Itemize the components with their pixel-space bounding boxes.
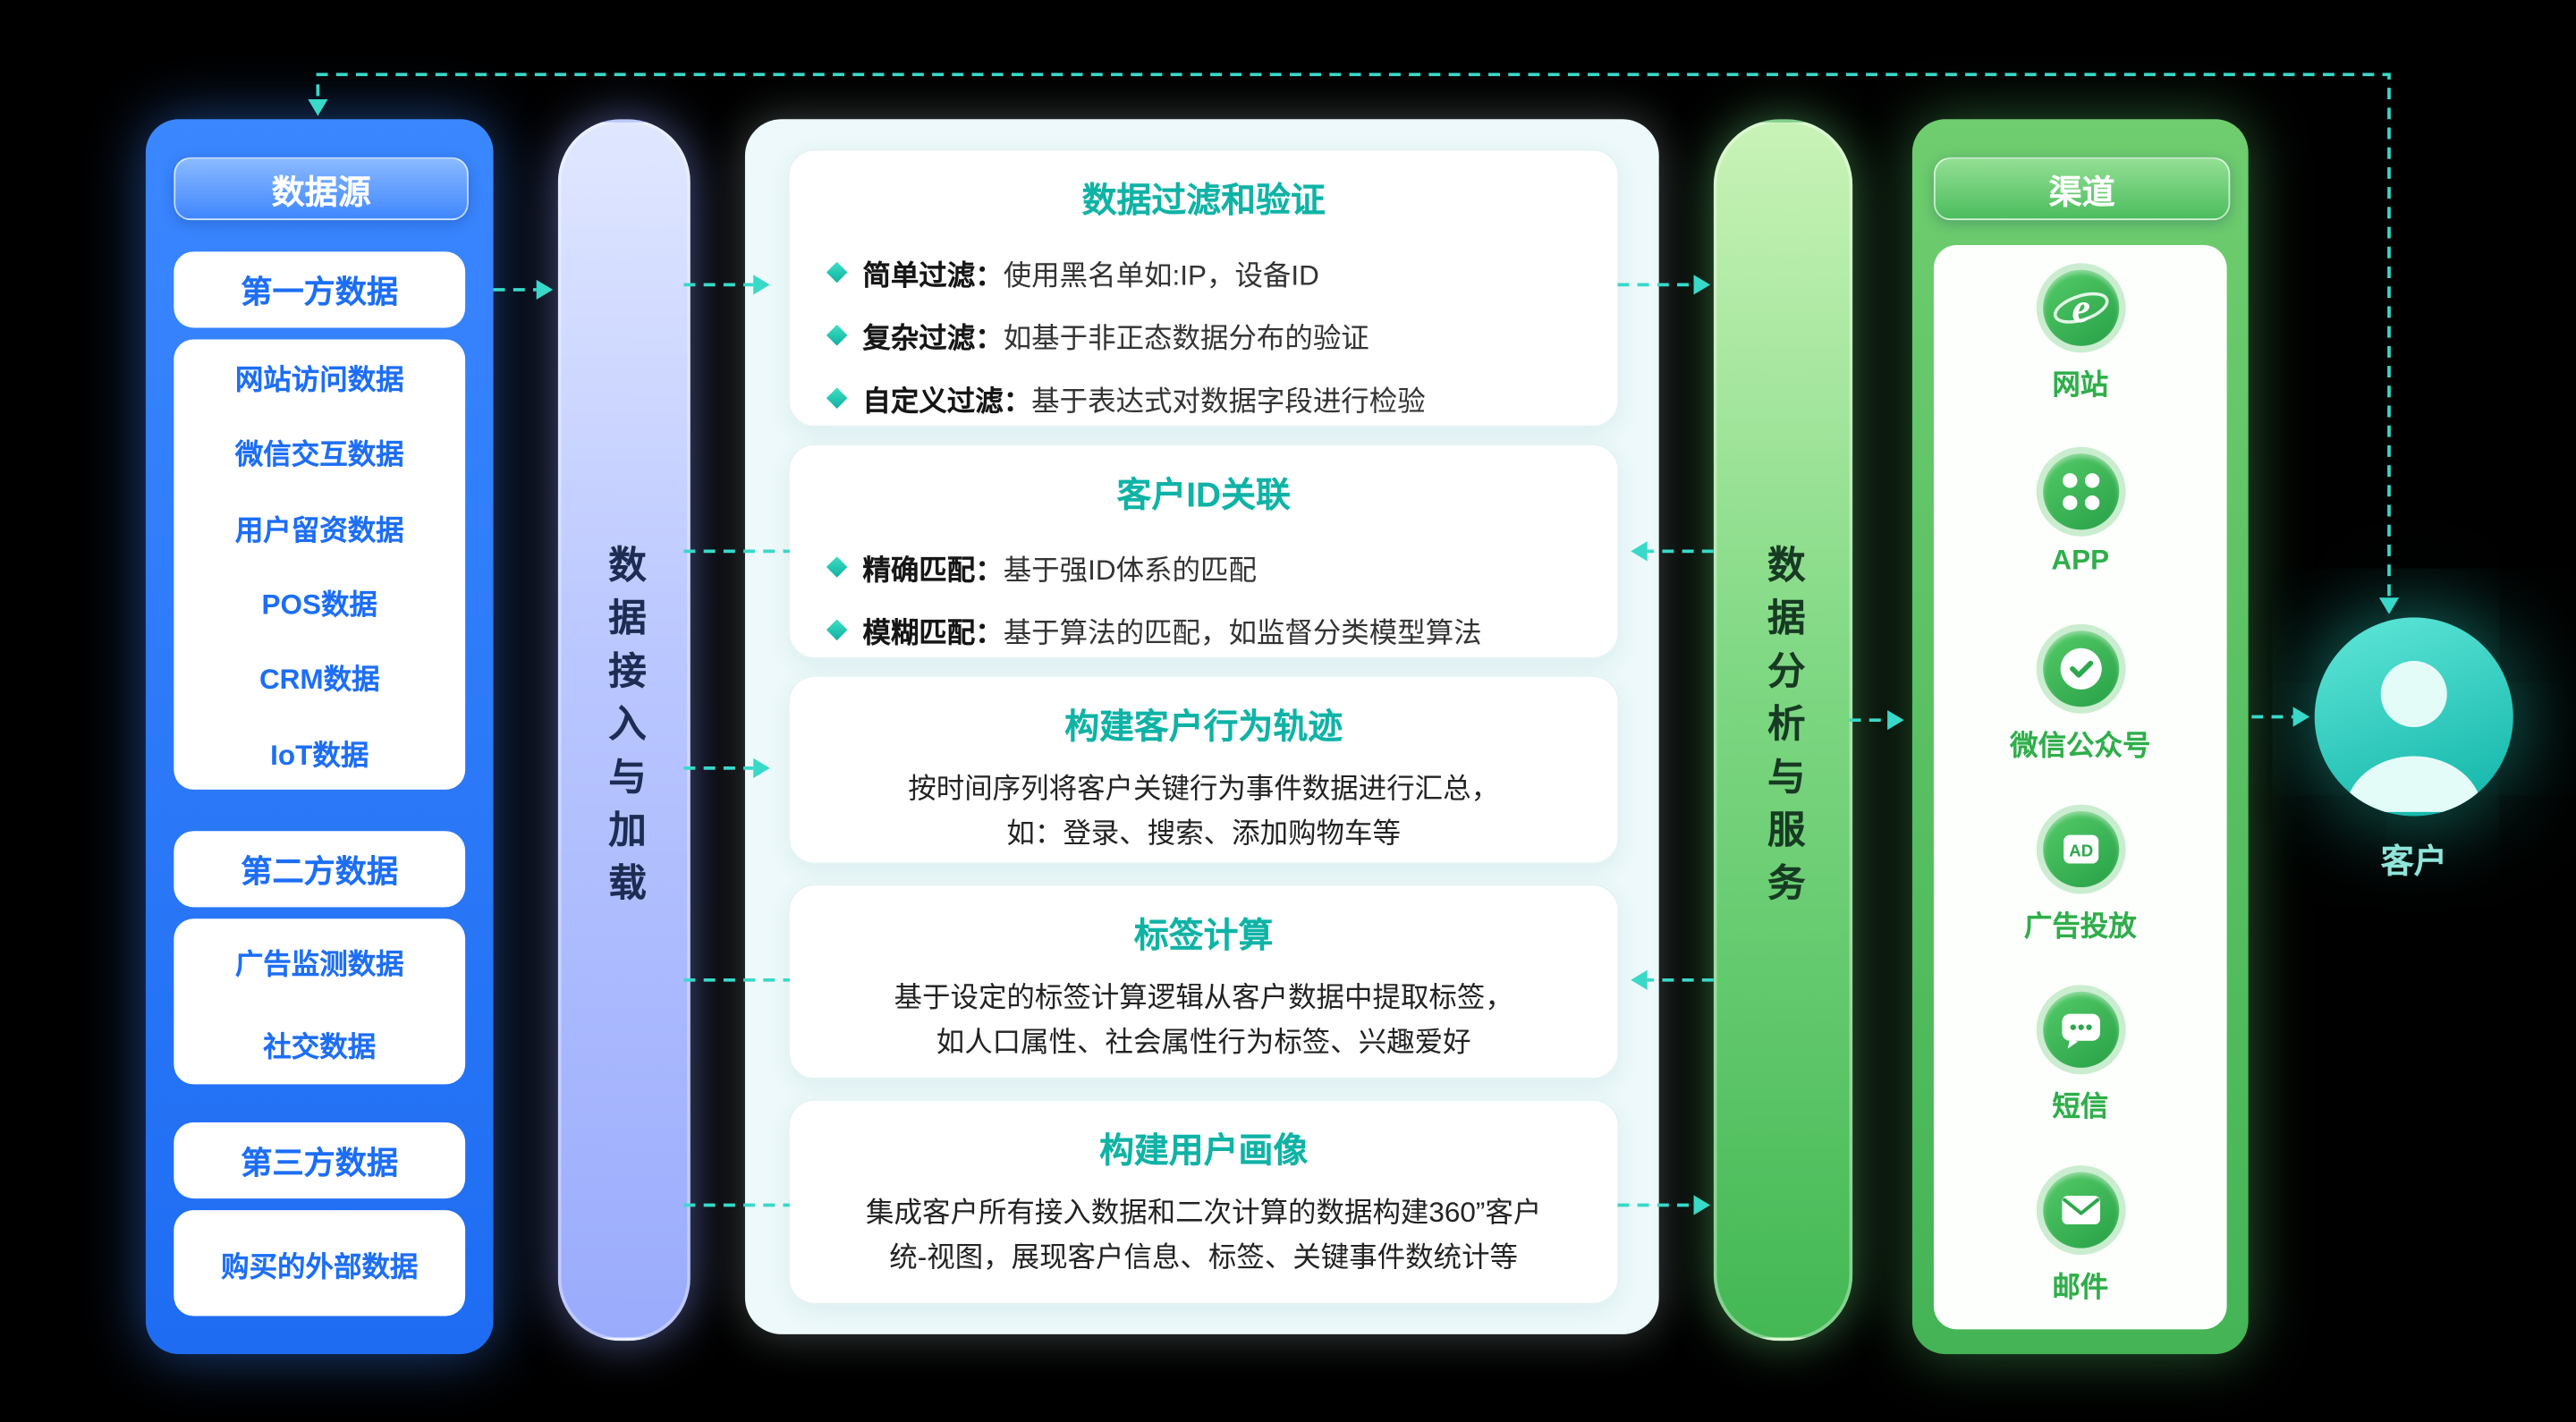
sms-icon: [2042, 990, 2119, 1067]
bullet-text: 基于强ID体系的匹配: [1003, 554, 1257, 586]
list-item: 购买的外部数据: [221, 1250, 419, 1282]
bullet-text: 使用黑名单如:IP，设备ID: [1003, 258, 1319, 291]
channel-item-sms: 短信: [1934, 967, 2227, 1147]
bullet-text: 如基于非正态数据分布的验证: [1003, 322, 1369, 354]
bullet-row: 自定义过滤： 基于表达式对数据字段进行检验: [826, 366, 1617, 428]
channel-item-email: 邮件: [1934, 1147, 2227, 1328]
bullet-text: 基于表达式对数据字段进行检验: [1031, 385, 1426, 417]
card-customer-id-linking: 客户ID关联 精确匹配： 基于强ID体系的匹配 模糊匹配： 基于算法的匹配，如监…: [788, 444, 1620, 660]
list-item: 社交数据: [263, 1030, 377, 1062]
bullet-label: 自定义过滤：: [862, 385, 1032, 417]
ingest-bar: 数据接入与加载: [557, 119, 691, 1342]
wechat-official-account-icon: [2042, 630, 2119, 707]
card-data-filter-validation: 数据过滤和验证 简单过滤： 使用黑名单如:IP，设备ID 复杂过滤： 如基于非正…: [788, 148, 1620, 428]
channel-label: 广告投放: [2023, 910, 2137, 942]
diamond-icon: [826, 324, 848, 345]
customer-avatar: [2314, 617, 2513, 817]
diamond-icon: [826, 555, 848, 577]
app-grid-icon: [2042, 453, 2119, 530]
bullet-label: 精确匹配：: [862, 554, 1004, 586]
channel-label: 网站: [2052, 368, 2109, 401]
data-sources-panel: 数据源 第一方数据 网站访问数据 微信交互数据 用户留资数据 POS数据 CRM…: [145, 119, 494, 1355]
customer-label: 客户: [2380, 844, 2447, 881]
list-item: 用户留资数据: [234, 514, 404, 546]
arrow-right-analysis-2: [1693, 1195, 1711, 1215]
arrow-right-analysis-1: [1693, 275, 1711, 295]
card-user-profile: 构建用户画像 集成客户所有接入数据和二次计算的数据构建360”客户 统-视图，展…: [788, 1099, 1620, 1305]
channel-item-app: APP: [1934, 426, 2227, 606]
card-tag-computation: 标签计算 基于设定的标签计算逻辑从客户数据中提取标签， 如人口属性、社会属性行为…: [788, 884, 1620, 1079]
channel-item-wechat-official: 微信公众号: [1934, 605, 2227, 786]
email-icon: [2042, 1171, 2119, 1248]
channels-panel: 渠道 e 网站 APP: [1911, 119, 2249, 1355]
arrow-down-into-customer: [2378, 597, 2400, 614]
analysis-bar: 数据分析与服务: [1713, 119, 1853, 1342]
arrow-right-customer: [2292, 707, 2310, 727]
bullet-row: 精确匹配： 基于强ID体系的匹配: [826, 535, 1617, 597]
card-title: 构建用户画像: [1099, 1132, 1309, 1171]
diamond-icon: [826, 618, 848, 640]
channel-label: APP: [2051, 544, 2110, 577]
arrow-right-ingest: [536, 279, 554, 300]
bullet-label: 模糊匹配：: [862, 616, 1004, 648]
channel-label: 微信公众号: [2010, 729, 2151, 761]
arrow-right-channels: [1887, 710, 1904, 731]
browser-icon: e: [2042, 268, 2119, 345]
svg-text:e: e: [2072, 284, 2089, 330]
person-icon: [2345, 661, 2483, 812]
arrow-down-into-data-sources: [308, 99, 328, 116]
bullet-row: 复杂过滤： 如基于非正态数据分布的验证: [826, 303, 1617, 366]
diamond-icon: [826, 260, 848, 283]
diamond-icon: [826, 386, 848, 409]
bullet-label: 简单过滤：: [862, 258, 1004, 291]
list-item: CRM数据: [258, 664, 380, 697]
card-behavior-trajectory: 构建客户行为轨迹 按时间序列将客户关键行为事件数据进行汇总， 如：登录、搜索、添…: [788, 675, 1620, 865]
list-item: 广告监测数据: [234, 947, 404, 979]
data-sources-title: 数据源: [174, 157, 469, 221]
group-header-second-party: 第二方数据: [174, 831, 466, 908]
group-header-first-party: 第一方数据: [174, 251, 466, 328]
channels-list: e 网站 APP: [1933, 244, 2227, 1330]
card-title: 标签计算: [1133, 917, 1274, 956]
analysis-bar-label: 数据分析与服务: [1761, 544, 1805, 916]
ad-icon: AD: [2042, 810, 2119, 887]
card-title: 构建客户行为轨迹: [1064, 708, 1343, 747]
bullet-row: 简单过滤： 使用黑名单如:IP，设备ID: [826, 240, 1617, 302]
list-item: 微信交互数据: [234, 439, 404, 471]
list-item: 网站访问数据: [234, 364, 404, 396]
card-body: 按时间序列将客户关键行为事件数据进行汇总， 如：登录、搜索、添加购物车等: [908, 773, 1500, 850]
bullet-text: 基于算法的匹配，如监督分类模型算法: [1003, 616, 1482, 648]
first-party-list: 网站访问数据 微信交互数据 用户留资数据 POS数据 CRM数据 IoT数据: [174, 339, 466, 790]
bullet-row: 模糊匹配： 基于算法的匹配，如监督分类模型算法: [826, 597, 1617, 660]
group-header-third-party: 第三方数据: [174, 1122, 466, 1199]
card-title: 数据过滤和验证: [1081, 182, 1326, 221]
card-title: 客户ID关联: [1116, 477, 1291, 515]
second-party-list: 广告监测数据 社交数据: [174, 918, 466, 1085]
card-body: 集成客户所有接入数据和二次计算的数据构建360”客户 统-视图，展现客户信息、标…: [866, 1197, 1542, 1274]
list-item: POS数据: [261, 589, 377, 622]
channel-item-website: e 网站: [1934, 245, 2227, 426]
channel-label: 邮件: [2052, 1270, 2109, 1302]
card-body: 基于设定的标签计算逻辑从客户数据中提取标签， 如人口属性、社会属性行为标签、兴趣…: [894, 981, 1513, 1058]
svg-text:AD: AD: [2068, 841, 2092, 859]
channels-title: 渠道: [1933, 157, 2231, 221]
channel-label: 短信: [2052, 1089, 2109, 1122]
processing-panel: 数据过滤和验证 简单过滤： 使用黑名单如:IP，设备ID 复杂过滤： 如基于非正…: [744, 119, 1659, 1334]
ingest-bar-label: 数据接入与加载: [602, 544, 646, 916]
channel-item-ads: AD 广告投放: [1934, 786, 2227, 967]
bullet-label: 复杂过滤：: [862, 322, 1004, 354]
list-item: IoT数据: [270, 740, 369, 772]
third-party-list: 购买的外部数据: [174, 1210, 466, 1316]
